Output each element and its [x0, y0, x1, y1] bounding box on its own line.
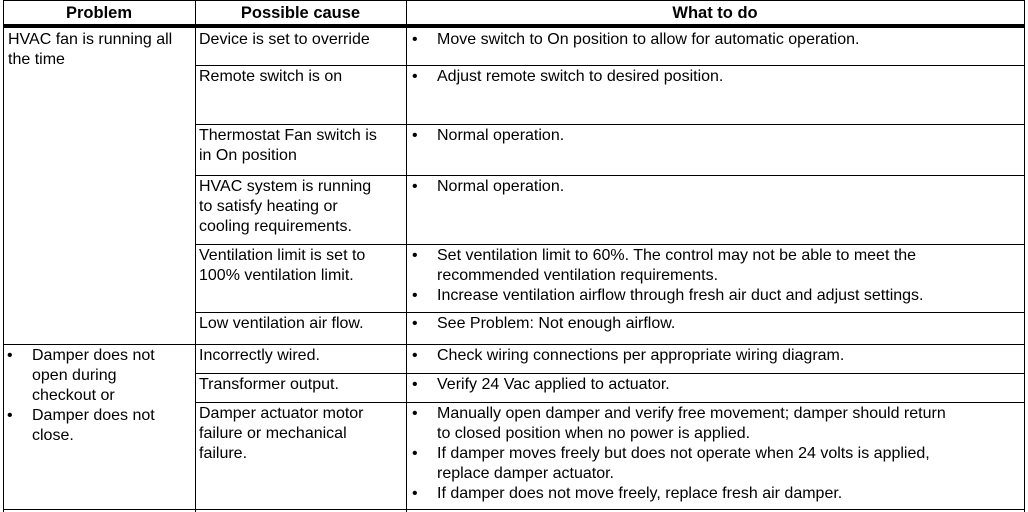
action-text: If damper does not move freely, replace …: [437, 485, 843, 502]
action-bullet: • Verify 24 Vac applied to actuator.: [412, 375, 1012, 395]
cause-line: Thermostat Fan switch is: [199, 127, 377, 144]
row-divider: [195, 65, 1024, 66]
action-bullet: • Manually open damper and verify free mo…: [412, 404, 1012, 444]
cause-line: Device is set to override: [199, 31, 370, 48]
problem-bullet: • Damper does not close.: [7, 406, 192, 446]
bullet-icon: •: [412, 31, 418, 48]
bullet-icon: •: [412, 127, 418, 144]
cause-line: failure or mechanical: [199, 425, 347, 442]
cause-line: Incorrectly wired.: [199, 347, 320, 364]
bullet-icon: •: [412, 405, 418, 422]
column-border-2: [406, 0, 407, 512]
row-divider: [195, 244, 1024, 245]
action-text: Increase ventilation airflow through fre…: [437, 287, 924, 304]
problem-text: Damper does not: [32, 347, 155, 364]
row-divider: [195, 373, 1024, 374]
problem-text: open during: [32, 367, 117, 384]
action-text: Adjust remote switch to desired position…: [437, 68, 724, 85]
row-divider: [195, 175, 1024, 176]
possible-cause-cell: Incorrectly wired.: [199, 346, 320, 366]
bullet-icon: •: [412, 178, 418, 195]
column-border-3: [1024, 0, 1025, 512]
action-text: Move switch to On position to allow for …: [437, 31, 860, 48]
action-text: See Problem: Not enough airflow.: [437, 315, 676, 332]
bullet-icon: •: [412, 445, 418, 462]
cause-line: 100% ventilation limit.: [199, 267, 354, 284]
action-text: Normal operation.: [437, 127, 565, 144]
problem-cell: HVAC fan is running all the time: [8, 30, 172, 70]
column-border-1: [195, 0, 196, 512]
cause-line: Damper actuator motor: [199, 405, 364, 422]
possible-cause-cell: Ventilation limit is set to 100% ventilat…: [199, 246, 365, 286]
header-what-to-do: What to do: [672, 4, 758, 22]
cause-line: cooling requirements.: [199, 218, 352, 235]
problem-text: Damper does not: [32, 407, 155, 424]
column-border-0: [3, 0, 4, 512]
possible-cause-cell: Thermostat Fan switch is in On position: [199, 126, 377, 166]
bullet-icon: •: [7, 347, 13, 364]
action-bullet: • If damper moves freely but does not ope…: [412, 444, 1012, 484]
problem-line: the time: [8, 51, 65, 68]
cause-line: Low ventilation air flow.: [199, 315, 364, 332]
action-text: recommended ventilation requirements.: [437, 267, 719, 284]
action-text: Normal operation.: [437, 178, 565, 195]
action-bullet: • Increase ventilation airflow through fr…: [412, 286, 1012, 306]
cause-line: Transformer output.: [199, 376, 339, 393]
bullet-icon: •: [7, 407, 13, 424]
possible-cause-cell: HVAC system is running to satisfy heating…: [199, 177, 371, 237]
cause-line: failure.: [199, 445, 248, 462]
action-bullet: • Normal operation.: [412, 177, 1012, 197]
possible-cause-cell: Low ventilation air flow.: [199, 314, 364, 334]
action-bullet: • See Problem: Not enough airflow.: [412, 314, 1012, 334]
problem-line: HVAC fan is running all: [8, 31, 173, 48]
action-bullet: • Normal operation.: [412, 126, 1012, 146]
bullet-icon: •: [412, 68, 418, 85]
action-text: Set ventilation limit to 60%. The contro…: [437, 247, 917, 264]
bullet-icon: •: [412, 287, 418, 304]
problem-text: checkout or: [32, 387, 115, 404]
bullet-icon: •: [412, 376, 418, 393]
row-divider: [195, 124, 1024, 125]
possible-cause-cell: Device is set to override: [199, 30, 370, 50]
header-problem: Problem: [65, 4, 133, 22]
cause-line: Remote switch is on: [199, 68, 343, 85]
row-divider: [3, 344, 1024, 345]
action-bullet: • Move switch to On position to allow for…: [412, 30, 1012, 50]
bullet-icon: •: [412, 485, 418, 502]
action-text: If damper moves freely but does not oper…: [437, 445, 930, 462]
possible-cause-cell: Damper actuator motor failure or mechanic…: [199, 404, 364, 464]
action-bullet: • If damper does not move freely, replace…: [412, 484, 1012, 504]
action-text: Check wiring connections per appropriate…: [437, 347, 845, 364]
action-text: Manually open damper and verify free mov…: [437, 405, 946, 422]
bullet-icon: •: [412, 247, 418, 264]
action-bullet: • Check wiring connections per appropriat…: [412, 346, 1012, 366]
row-divider: [195, 402, 1024, 403]
cause-line: to satisfy heating or: [199, 198, 338, 215]
possible-cause-cell: Transformer output.: [199, 375, 339, 395]
bullet-icon: •: [412, 315, 418, 332]
problem-bullet: • Damper does not open during checkout or: [7, 346, 192, 406]
table-top-border: [3, 0, 1025, 1]
action-bullet: • Adjust remote switch to desired positio…: [412, 67, 1012, 87]
table-bottom-border: [3, 509, 1025, 510]
cause-line: Ventilation limit is set to: [199, 247, 366, 264]
header-possible-cause: Possible cause: [240, 4, 361, 22]
header-divider: [3, 24, 1025, 28]
action-text: Verify 24 Vac applied to actuator.: [437, 376, 670, 393]
row-divider: [195, 312, 1024, 313]
possible-cause-cell: Remote switch is on: [199, 67, 342, 87]
action-text: to closed position when no power is appl…: [437, 425, 751, 442]
action-bullet: • Set ventilation limit to 60%. The contr…: [412, 246, 1012, 286]
cause-line: HVAC system is running: [199, 178, 372, 195]
cause-line: in On position: [199, 147, 297, 164]
action-text: replace damper actuator.: [437, 465, 614, 482]
bullet-icon: •: [412, 347, 418, 364]
problem-text: close.: [32, 427, 74, 444]
